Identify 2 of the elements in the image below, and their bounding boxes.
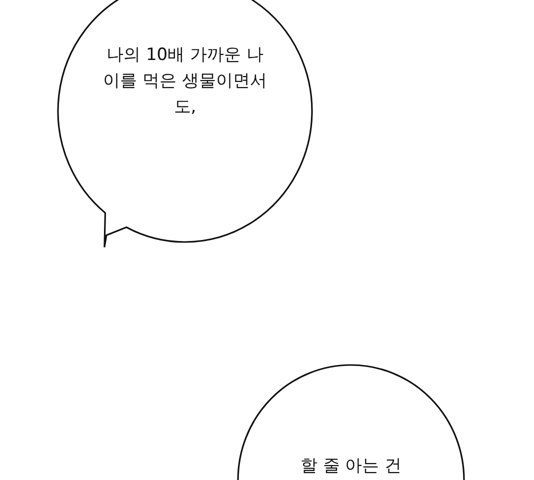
dialogue-text: 나의 10배 가까운 나이를 먹은 생물이면서도, [102,44,268,119]
dialogue-text: 할 줄 아는 건 [299,455,403,478]
